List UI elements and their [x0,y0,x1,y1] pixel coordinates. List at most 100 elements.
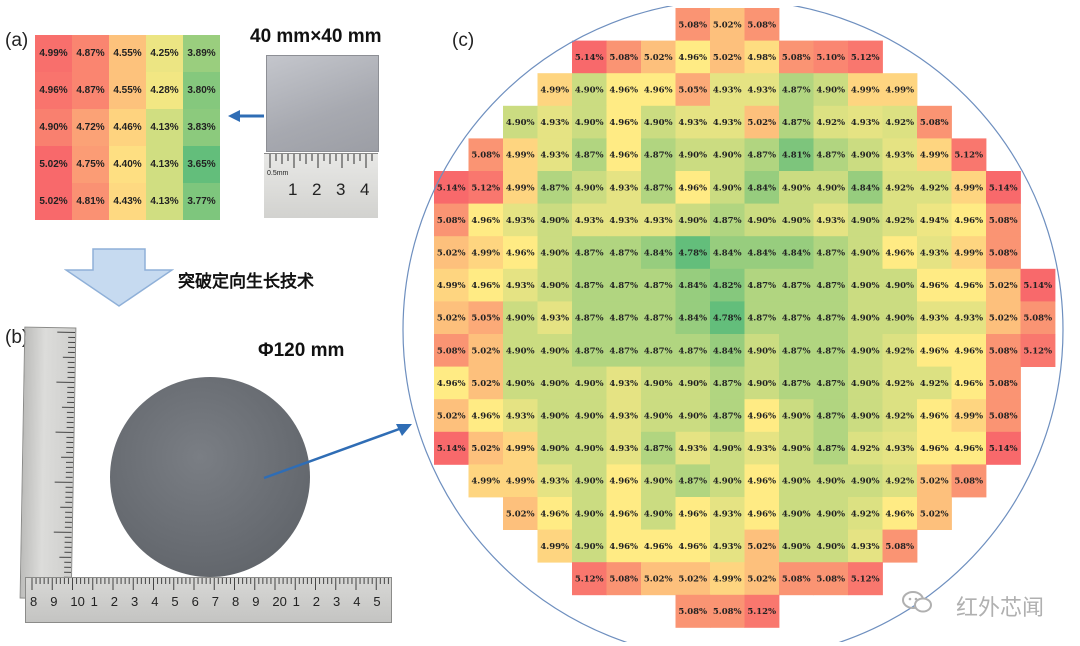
heatmap-c-label: 4.90% [575,509,604,519]
heatmap-c-cell [537,268,573,302]
heatmap-c-cell [675,529,711,563]
heatmap-c-label: 5.02% [989,281,1018,291]
heatmap-c-label: 4.87% [816,444,845,454]
heatmap-c-cell [710,138,745,172]
heatmap-c-cell [951,431,987,465]
heatmap-a-cell: 4.46% [109,109,146,146]
heatmap-c-label: 5.08% [437,346,466,356]
heatmap-c-cell [641,73,676,107]
heatmap-c-cell [606,562,642,596]
horizontal-ruler-number: 8 [232,594,240,609]
heatmap-c-cell [641,40,676,74]
heatmap-c-label: 4.99% [471,249,500,259]
heatmap-c-label: 4.93% [609,216,638,226]
heatmap-c-label: 4.96% [885,249,914,259]
heatmap-c-label: 4.90% [678,379,707,389]
heatmap-c-label: 4.87% [816,151,845,161]
heatmap-c-label: 5.08% [989,379,1018,389]
heatmap-c-cell [710,529,745,563]
wafer-photo [110,377,310,577]
heatmap-c-cell [813,334,849,367]
heatmap-c-label: 5.02% [644,575,673,585]
heatmap-c-label: 4.90% [713,477,742,487]
heatmap-c-cell [848,73,883,107]
heatmap-c-label: 5.08% [471,151,500,161]
heatmap-c-label: 4.96% [609,477,638,487]
heatmap-c-label: 4.90% [851,346,880,356]
heatmap-c-label: 4.90% [816,477,845,487]
heatmap-c-cell [468,138,504,172]
heatmap-c-cell [675,334,711,367]
heatmap-c-label: 4.90% [816,86,845,96]
heatmap-c-cell [641,203,676,237]
heatmap-c-label: 5.08% [989,216,1018,226]
heatmap-c-cell [882,464,918,498]
heatmap-c-label: 4.96% [609,151,638,161]
heatmap-c-label: 4.96% [678,542,707,552]
heatmap-c-label: 4.87% [713,216,742,226]
heatmap-c-cell [744,464,780,498]
heatmap-c-label: 5.14% [989,183,1018,193]
heatmap-c-cell [951,366,987,400]
heatmap-c-label: 4.96% [678,509,707,519]
heatmap-c-cell [848,497,883,530]
heatmap-c-label: 4.84% [678,314,707,324]
heatmap-c-label: 4.84% [747,249,776,259]
horizontal-ruler-number: 2 [312,594,321,609]
heatmap-c-label: 4.96% [437,379,466,389]
heatmap-c-cell [641,268,676,302]
heatmap-c-cell [503,399,538,433]
process-label: 突破定向生长技术 [178,272,314,291]
heatmap-c-cell [572,562,607,596]
heatmap-c-cell [434,268,469,302]
heatmap-a-cell: 4.75% [72,146,109,183]
heatmap-c-cell [744,40,780,74]
heatmap-c-label: 4.87% [816,281,845,291]
heatmap-c-label: 4.99% [885,86,914,96]
heatmap-c-label: 4.90% [644,477,673,487]
heatmap-c-label: 4.93% [816,216,845,226]
heatmap-c-cell [572,399,607,433]
heatmap-c-label: 4.93% [506,281,535,291]
heatmap-a-cell: 3.80% [183,72,220,109]
heatmap-c-label: 4.99% [506,477,535,487]
heatmap-c-cell [434,334,469,367]
heatmap-c-cell [572,529,607,563]
heatmap-c-label: 4.96% [471,412,500,422]
heatmap-c-cell [572,73,607,107]
heatmap-c-label: 4.96% [920,346,949,356]
heatmap-c-label: 4.96% [920,281,949,291]
heatmap-c-label: 4.82% [713,281,742,291]
heatmap-c-cell [572,40,607,74]
heatmap-c-cell [572,171,607,204]
heatmap-c-cell [503,171,538,204]
heatmap-c-label: 4.90% [816,183,845,193]
heatmap-c-label: 4.87% [575,249,604,259]
heatmap-c-cell [951,399,987,433]
heatmap-c-cell [606,334,642,367]
heatmap-c-cell [710,236,745,270]
heatmap-c-cell [468,399,504,433]
heatmap-c-cell [606,138,642,172]
heatmap-c-label: 4.96% [954,346,983,356]
heatmap-c-cell [848,464,883,498]
heatmap-c-label: 4.99% [954,183,983,193]
heatmap-c-label: 4.87% [782,281,811,291]
heatmap-c-cell [917,301,952,335]
heatmap-a-cell: 5.02% [35,146,72,183]
heatmap-c-cell [434,236,469,270]
heatmap-c-label: 5.05% [678,86,707,96]
heatmap-c-cell [503,138,538,172]
heatmap-c-label: 4.90% [851,249,880,259]
heatmap-c-label: 4.90% [575,542,604,552]
small-ruler-number: 2 [312,180,322,199]
heatmap-c-label: 4.96% [678,183,707,193]
heatmap-c-label: 5.02% [471,346,500,356]
heatmap-c-cell [779,236,814,270]
heatmap-c-label: 4.90% [575,183,604,193]
heatmap-c-label: 4.90% [506,379,535,389]
heatmap-c-label: 4.90% [782,183,811,193]
heatmap-c-cell [606,236,642,270]
heatmap-c-cell [813,366,849,400]
heatmap-c-cell [572,497,607,530]
